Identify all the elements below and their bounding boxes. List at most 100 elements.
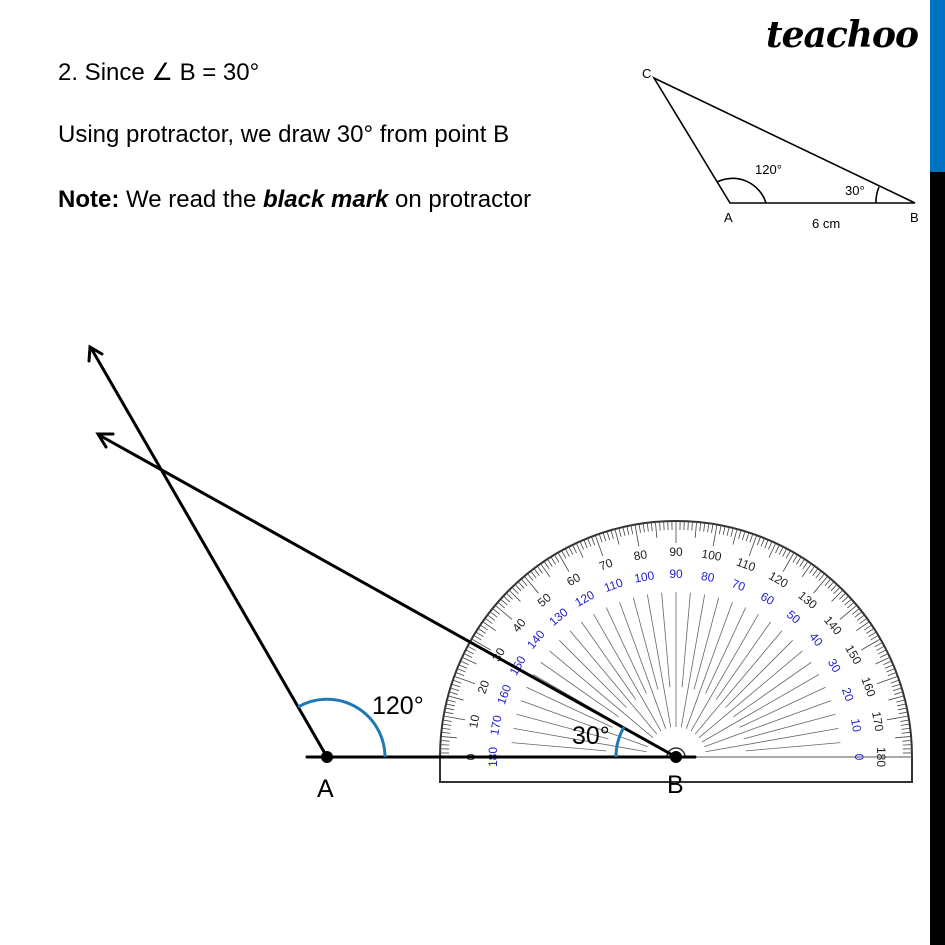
protractor-tick — [543, 561, 550, 570]
protractor-ray — [698, 650, 803, 739]
protractor-ray — [685, 601, 733, 729]
protractor-ray — [513, 727, 647, 753]
protractor-tick — [554, 554, 560, 563]
protractor-tick — [827, 581, 835, 589]
protractor-tick — [901, 731, 911, 734]
protractor-tick — [764, 539, 769, 549]
protractor-tick — [447, 695, 464, 701]
protractor-tick — [614, 528, 620, 545]
protractor-tick — [520, 578, 528, 586]
protractor-tick — [897, 707, 907, 711]
angle-30-label: 30° — [572, 722, 610, 750]
vertex-a-label: A — [724, 210, 733, 225]
protractor-tick — [523, 575, 539, 594]
protractor-tick — [467, 645, 476, 651]
protractor-tick — [868, 631, 877, 638]
protractor-tick — [487, 614, 495, 621]
protractor-ray — [739, 686, 826, 728]
protractor-tick — [650, 522, 653, 532]
triangle-shape — [651, 76, 916, 204]
protractor-tick — [876, 675, 898, 685]
protractor-tick — [547, 558, 553, 567]
protractor-tick — [857, 614, 865, 621]
protractor-tick — [741, 531, 746, 541]
protractor-tick — [579, 541, 585, 550]
protractor-outer-label: 90 — [669, 545, 683, 559]
protractor-ray — [745, 742, 841, 752]
protractor-tick — [841, 595, 849, 603]
protractor-tick — [894, 691, 903, 695]
protractor-tick — [745, 532, 750, 542]
protractor-tick — [861, 638, 881, 651]
protractor-outer-label: 70 — [597, 556, 615, 574]
protractor-inner-label: 160 — [494, 682, 514, 706]
protractor-tick — [691, 521, 693, 531]
protractor-tick — [445, 703, 455, 707]
protractor-tick — [732, 528, 738, 545]
protractor-tick — [839, 592, 847, 600]
protractor-ray — [681, 592, 691, 688]
protractor-tick — [557, 552, 570, 572]
protractor-tick — [618, 527, 622, 537]
protractor-ray — [690, 613, 759, 732]
protractor-tick — [703, 522, 706, 532]
protractor-tick — [694, 521, 697, 538]
protractor-tick — [699, 522, 702, 532]
arrowhead-b — [95, 432, 115, 449]
protractor-tick — [801, 563, 812, 578]
protractor-tick — [489, 611, 498, 618]
protractor-tick — [606, 531, 611, 541]
protractor-ray — [733, 662, 812, 718]
protractor-tick — [444, 711, 454, 715]
note-text: Note: We read the black mark on protract… — [58, 186, 531, 214]
protractor-tick — [866, 628, 875, 634]
protractor-tick — [875, 656, 891, 665]
protractor-ray — [593, 613, 662, 732]
angle-a-arc — [716, 177, 767, 204]
protractor-inner-label: 80 — [700, 569, 716, 585]
vertex-b-label: B — [910, 210, 919, 225]
protractor-ray — [725, 640, 793, 708]
protractor-tick — [503, 595, 511, 603]
protractor-tick — [445, 707, 455, 711]
protractor-tick — [876, 645, 885, 651]
protractor-tick — [463, 653, 473, 658]
step-instruction: Using protractor, we draw 30° from point… — [58, 121, 510, 148]
protractor-tick — [575, 542, 584, 558]
protractor-tick — [887, 672, 897, 677]
protractor-tick — [879, 653, 889, 658]
protractor-ray — [516, 713, 609, 740]
protractor-tick — [726, 526, 730, 536]
protractor-inner-label: 70 — [730, 576, 748, 594]
protractor-tick — [883, 660, 892, 666]
protractor-tick — [492, 608, 500, 615]
protractor-inner-label: 30 — [825, 656, 844, 675]
protractor-tick — [844, 598, 852, 606]
protractor-tick — [484, 617, 493, 624]
protractor-tick — [768, 542, 777, 558]
protractor-tick — [718, 525, 722, 535]
protractor-outer-label: 10 — [466, 713, 482, 729]
side-dark-bar — [930, 172, 945, 945]
angle-a-label: 120° — [755, 162, 782, 177]
protractor-tick — [536, 565, 543, 574]
protractor-tick — [634, 524, 640, 547]
side-ab-label: 6 cm — [812, 216, 840, 231]
protractor-tick — [818, 573, 825, 581]
protractor-tick — [799, 558, 805, 567]
protractor-tick — [897, 703, 907, 707]
protractor-ray — [704, 700, 832, 748]
protractor-tick — [514, 584, 522, 592]
protractor-tick — [659, 521, 661, 531]
protractor-outer-label: 80 — [633, 547, 649, 563]
protractor-outer-label: 170 — [869, 710, 886, 732]
protractor-tick — [824, 578, 832, 586]
protractor-ray — [715, 621, 771, 700]
protractor-inner-label: 110 — [602, 575, 625, 595]
protractor-tick — [477, 628, 486, 634]
protractor-tick — [564, 548, 570, 557]
protractor-tick — [854, 611, 863, 618]
protractor-tick — [782, 552, 795, 572]
protractor-ray — [511, 742, 607, 752]
protractor-tick — [778, 546, 784, 555]
